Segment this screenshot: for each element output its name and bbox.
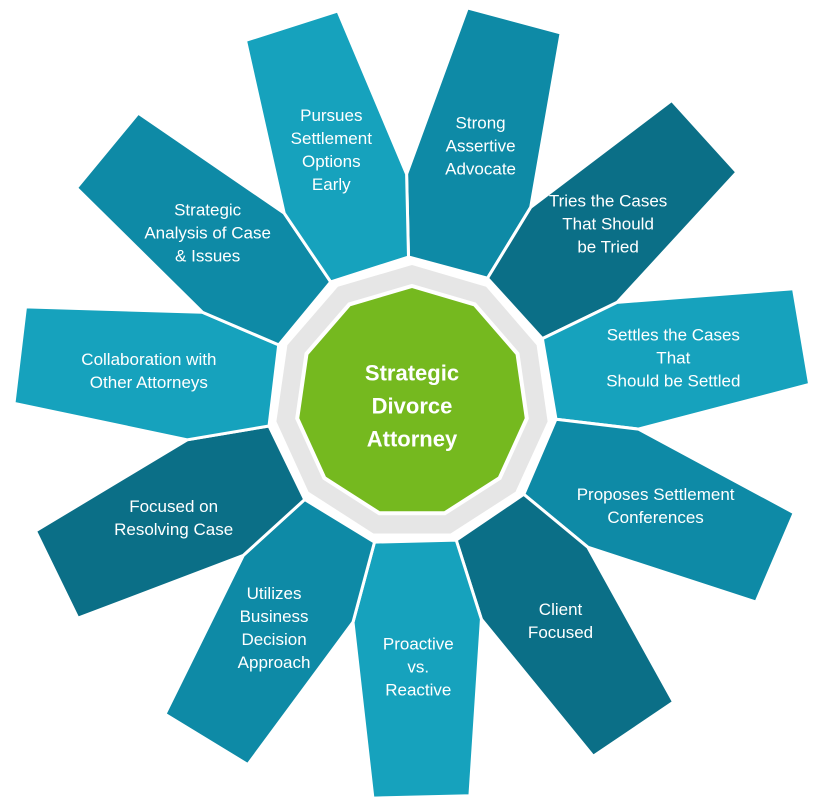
petal-label: Collaboration with Other Attorneys [81, 349, 217, 392]
petal-label: Strategic Analysis of Case & Issues [144, 200, 271, 266]
center-hendecagon [295, 283, 529, 516]
petal-label: Proactive vs. Reactive [382, 634, 454, 700]
petal-label: Utilizes Business Decision Approach [237, 584, 311, 673]
petal-label: Settles the Cases That Should be Settled [606, 325, 741, 391]
petal-label: Strong Assertive Advocate [445, 113, 517, 179]
petal-label: Client Focused [527, 600, 594, 643]
center-label: Strategic Divorce Attorney [364, 360, 460, 452]
petal-label: Tries the Cases That Should be Tried [548, 191, 668, 257]
petal-label: Pursues Settlement Options Early [290, 105, 372, 194]
petal-label: Focused on Resolving Case [114, 496, 234, 539]
petal-layer [12, 6, 812, 800]
petal-11 [244, 9, 410, 284]
petal-label: Proposes Settlement Conferences [576, 485, 735, 528]
